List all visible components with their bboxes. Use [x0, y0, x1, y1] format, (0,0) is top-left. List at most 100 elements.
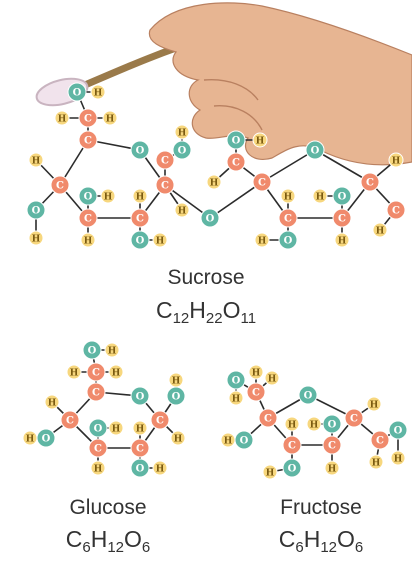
- fructose-carbon-atom: C: [322, 435, 342, 455]
- svg-text:O: O: [328, 420, 337, 431]
- formula-h: H: [90, 526, 108, 552]
- svg-text:C: C: [84, 214, 92, 225]
- sucrose-hydrogen-atom: H: [152, 232, 168, 248]
- fructose-oxygen-atom: O: [282, 458, 302, 478]
- svg-text:C: C: [94, 444, 102, 455]
- formula-o: O: [222, 297, 241, 323]
- formula-c-count: 6: [82, 539, 91, 556]
- svg-text:H: H: [94, 465, 103, 475]
- svg-text:O: O: [232, 136, 241, 147]
- svg-text:H: H: [252, 369, 261, 379]
- glucose-oxygen-atom: O: [166, 386, 186, 406]
- svg-text:H: H: [284, 193, 293, 203]
- fructose-oxygen-atom: O: [388, 420, 408, 440]
- svg-text:O: O: [94, 424, 103, 435]
- glucose-hydrogen-atom: H: [22, 430, 38, 446]
- sucrose-carbon-atom: C: [360, 172, 380, 192]
- fructose-hydrogen-atom: H: [228, 390, 244, 406]
- svg-text:O: O: [136, 146, 145, 157]
- svg-text:H: H: [172, 377, 181, 387]
- fructose-hydrogen-atom: H: [306, 416, 322, 432]
- svg-text:O: O: [172, 392, 181, 403]
- svg-text:C: C: [161, 181, 169, 192]
- svg-text:H: H: [372, 459, 381, 469]
- svg-text:C: C: [232, 158, 240, 169]
- sucrose-oxygen-atom: O: [278, 230, 298, 250]
- sucrose-oxygen-atom: O: [78, 186, 98, 206]
- svg-text:H: H: [48, 399, 57, 409]
- fructose-carbon-atom: C: [344, 408, 364, 428]
- svg-text:H: H: [316, 193, 325, 203]
- formula-o-count: 6: [141, 539, 151, 556]
- fructose-label: Fructose: [280, 496, 362, 519]
- formula-h: H: [189, 297, 206, 323]
- svg-text:H: H: [392, 157, 401, 167]
- sucrose-oxygen-atom: O: [305, 140, 325, 160]
- svg-text:C: C: [56, 181, 64, 192]
- svg-text:C: C: [66, 416, 74, 427]
- svg-text:H: H: [288, 421, 297, 431]
- sucrose-carbon-atom: C: [386, 200, 406, 220]
- svg-text:H: H: [94, 89, 103, 99]
- svg-text:H: H: [224, 437, 233, 447]
- sucrose-hydrogen-atom: H: [80, 232, 96, 248]
- fructose-carbon-atom: C: [282, 435, 302, 455]
- svg-text:H: H: [26, 435, 35, 445]
- formula-c: C: [278, 526, 296, 552]
- sucrose-bond: [314, 149, 371, 183]
- sucrose-oxygen-atom: O: [172, 140, 192, 160]
- svg-text:H: H: [310, 421, 319, 431]
- formula-c: C: [155, 297, 173, 323]
- sucrose-hydrogen-atom: H: [100, 188, 116, 204]
- svg-text:H: H: [376, 227, 385, 237]
- glucose-oxygen-atom: O: [36, 428, 56, 448]
- glucose-hydrogen-atom: H: [108, 420, 124, 436]
- svg-text:C: C: [252, 388, 260, 399]
- sucrose-hydrogen-atom: H: [54, 110, 70, 126]
- glucose-label: Glucose: [69, 496, 147, 519]
- formula-c-count: 6: [295, 539, 304, 556]
- sucrose-carbon-atom: C: [252, 172, 272, 192]
- svg-text:O: O: [42, 434, 51, 445]
- svg-text:C: C: [84, 136, 92, 147]
- svg-text:H: H: [370, 401, 379, 411]
- glucose-carbon-atom: C: [60, 410, 80, 430]
- sucrose-formula: C12H22O11: [126, 297, 286, 327]
- svg-text:O: O: [84, 192, 93, 203]
- glucose-formula: C6H12O6: [58, 526, 158, 556]
- svg-text:C: C: [258, 178, 266, 189]
- fructose-carbon-atom: C: [258, 408, 278, 428]
- glucose-oxygen-atom: O: [130, 386, 150, 406]
- glucose-hydrogen-atom: H: [168, 372, 184, 388]
- sucrose-carbon-atom: C: [50, 175, 70, 195]
- svg-text:H: H: [210, 179, 219, 189]
- sucrose-hydrogen-atom: H: [28, 152, 44, 168]
- svg-text:H: H: [106, 115, 115, 125]
- svg-text:C: C: [136, 444, 144, 455]
- sucrose-oxygen-atom: O: [226, 130, 246, 150]
- fructose-oxygen-atom: O: [322, 414, 342, 434]
- svg-text:C: C: [136, 214, 144, 225]
- svg-text:H: H: [112, 369, 121, 379]
- svg-text:O: O: [240, 436, 249, 447]
- glucose-hydrogen-atom: H: [152, 460, 168, 476]
- glucose-oxygen-atom: O: [82, 340, 102, 360]
- sucrose-oxygen-atom: O: [26, 200, 46, 220]
- svg-text:O: O: [206, 214, 215, 225]
- sucrose-hydrogen-atom: H: [312, 188, 328, 204]
- svg-text:H: H: [256, 137, 265, 147]
- svg-text:O: O: [394, 426, 403, 437]
- formula-o: O: [337, 526, 355, 552]
- glucose-hydrogen-atom: H: [132, 420, 148, 436]
- svg-text:H: H: [70, 369, 79, 379]
- sucrose-hydrogen-atom: H: [388, 152, 404, 168]
- glucose-hydrogen-atom: H: [44, 394, 60, 410]
- svg-text:H: H: [266, 469, 275, 479]
- formula-h: H: [303, 526, 321, 552]
- sucrose-carbon-atom: C: [78, 208, 98, 228]
- glucose-oxygen-atom: O: [88, 418, 108, 438]
- sucrose-carbon-atom: C: [78, 130, 98, 150]
- svg-text:C: C: [338, 214, 346, 225]
- fructose-hydrogen-atom: H: [220, 432, 236, 448]
